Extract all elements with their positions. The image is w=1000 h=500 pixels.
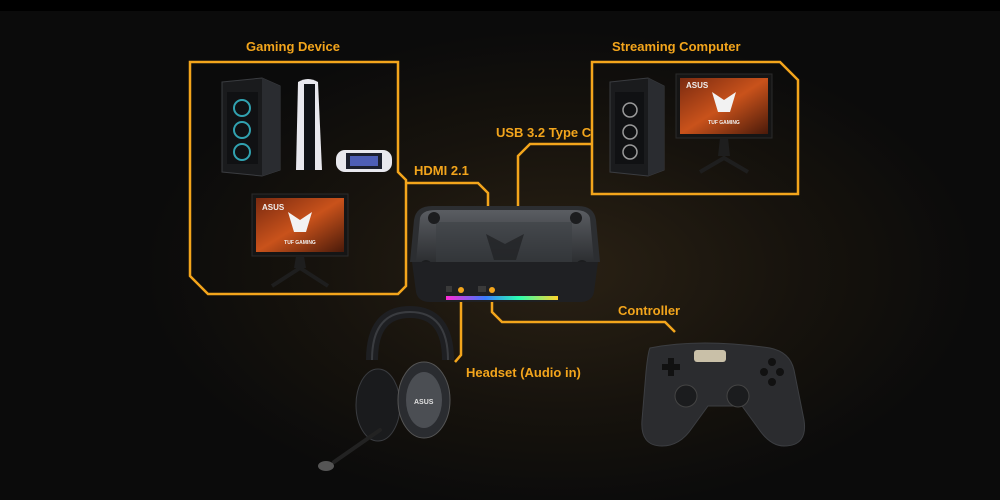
streaming-monitor	[675, 73, 773, 174]
gaming-monitor-tag: TUF GAMING	[284, 240, 316, 246]
controller-label: Controller	[618, 303, 681, 318]
gaming-device-frame	[188, 60, 408, 296]
capture-box	[410, 206, 600, 302]
top-bar	[0, 0, 1000, 11]
streaming-computer-frame	[590, 60, 800, 196]
handheld-console	[336, 150, 392, 172]
gaming-monitor	[251, 193, 349, 288]
headset	[318, 305, 454, 471]
gaming-monitor-brand: ASUS	[262, 203, 285, 212]
streaming-monitor-tag: TUF GAMING	[708, 120, 740, 126]
headset-cable-line	[454, 294, 463, 363]
headset-label: Headset (Audio in)	[466, 365, 581, 380]
usb-cable-line	[516, 142, 592, 215]
headset-brand: ASUS	[414, 399, 434, 406]
streaming-pc-tower	[609, 77, 665, 177]
game-console	[296, 79, 322, 170]
gaming-device-label: Gaming Device	[246, 39, 340, 54]
hdmi-cable-line	[406, 181, 490, 215]
usb-label: USB 3.2 Type C	[496, 125, 592, 140]
streaming-monitor-brand: ASUS	[686, 81, 709, 90]
game-controller	[641, 342, 806, 447]
controller-cable-line	[490, 294, 676, 333]
gaming-pc-tower	[221, 77, 281, 177]
hdmi-label: HDMI 2.1	[414, 163, 469, 178]
streaming-computer-label: Streaming Computer	[612, 39, 741, 54]
